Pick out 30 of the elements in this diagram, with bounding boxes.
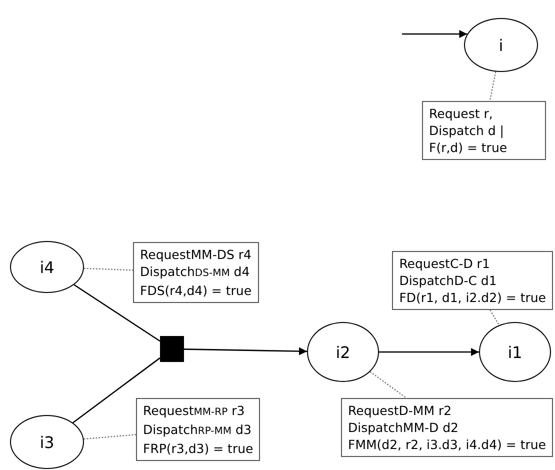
constraint-text: FMM(d2, r2, i3.d3, i4.d4) = true: [348, 436, 546, 453]
constraint-text: Request r, Dispatch d | F(r,d) = true: [429, 105, 508, 156]
state-label: i2: [336, 342, 350, 362]
constraint-text: FDS(r4,d4) = true: [140, 282, 252, 299]
constraint-box: [133, 242, 259, 303]
state-label: i1: [508, 342, 522, 362]
leader-line: [83, 268, 134, 271]
constraint-text: FD(r1, d1, i2.d2) = true: [399, 289, 546, 306]
constraint-text: RequestMM-DS r4: [140, 246, 252, 263]
leader-line: [370, 371, 407, 398]
leader-line: [490, 310, 500, 326]
constraint-box: [136, 398, 260, 461]
leader-line: [83, 434, 136, 440]
constraint-box: [392, 251, 553, 310]
arrow: [184, 347, 308, 356]
constraint-text: FRP(r3,d3) = true: [143, 440, 254, 457]
state-label: i4: [40, 258, 54, 276]
constraint-text: DispatchD-C d1: [399, 272, 498, 289]
arrow: [402, 30, 468, 38]
constraint-box: [341, 398, 553, 457]
state-label: i3: [40, 432, 54, 452]
state-label: i: [498, 36, 504, 54]
constraint-text: RequestD-MM r2: [348, 402, 453, 419]
arrow: [379, 348, 479, 356]
constraint-text: DispatchMM-D d2: [348, 419, 460, 436]
leader-line: [489, 71, 496, 102]
junction-square: [160, 336, 184, 362]
constraint-box: [422, 101, 546, 160]
constraint-text: RequestC-D r1: [399, 255, 491, 272]
state-ellipse: [10, 241, 84, 293]
